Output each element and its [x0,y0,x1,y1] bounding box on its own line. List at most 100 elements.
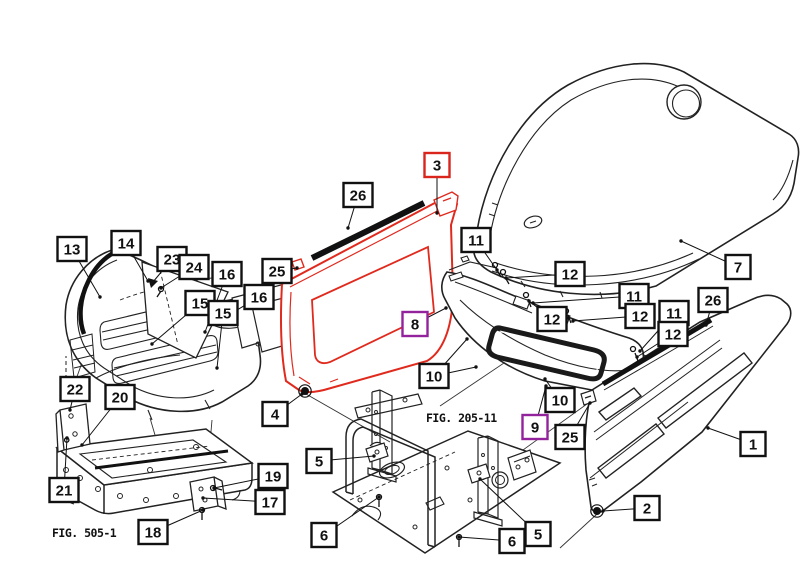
callout-number: 16 [251,290,268,307]
emblem-hole [523,215,543,229]
callout-number: 5 [534,527,542,544]
hole [193,444,199,450]
callout-box [633,494,661,522]
leader-endpoint-dot [201,496,205,500]
figure-ref-205-11: FIG. 205-11 [426,411,497,425]
grommet-icon [593,507,601,515]
callout-box [739,430,767,458]
leader-endpoint-dot [704,323,708,327]
part-center-frame [331,389,562,554]
callout-number: 23 [164,252,181,269]
callout-11: 11 [460,226,492,254]
hole [173,493,179,499]
callout-number: 12 [544,312,561,329]
hood-crease-lines [489,78,794,286]
leader-endpoint-dot [457,535,461,539]
callout-number: 8 [411,317,419,334]
hole [374,410,378,414]
right-panel-windows [597,352,753,479]
callout-number: 11 [468,233,484,250]
callout-5: 5 [305,447,333,475]
hole [476,470,482,476]
leader-endpoint-dot [215,366,219,370]
bumper-opening-inner [493,331,600,376]
hole [374,449,380,455]
callout-number: 22 [67,382,84,399]
callout-number: 11 [666,306,682,323]
callout-number: 9 [531,420,539,437]
callout-number: 14 [118,236,135,253]
grille-side-vent [69,333,96,379]
hole [255,341,261,347]
leader-endpoint-dot [474,365,478,369]
hole [147,467,153,473]
callout-box [48,476,80,504]
hole [444,465,450,471]
callout-box [460,226,492,254]
callout-number: 26 [350,188,367,205]
leader-endpoint-dot [638,349,642,353]
leader-endpoint-dot [377,495,381,499]
leader-endpoint-dot [159,286,163,290]
callout-box [544,386,576,414]
leader-endpoint-dot [346,226,350,230]
callout-4: 4 [261,400,289,428]
hole [63,467,69,473]
callout-box [498,527,526,555]
leader-endpoint-dot [571,319,575,323]
callout-box [521,413,549,441]
leader-endpoint-dot [151,280,155,284]
callout-box [207,299,239,327]
fuel-cap-hole [666,84,702,120]
callout-number: 21 [56,483,73,500]
hole [481,453,485,457]
callout-number: 3 [433,158,441,175]
callout-box [56,235,88,263]
part-front-frame [55,356,254,520]
right-panel-creases [588,339,723,487]
hole [68,413,74,419]
callout-number: 12 [665,327,682,344]
callout-box [254,488,286,516]
frame-opening [78,439,228,479]
windshield-trim-strip [310,200,426,261]
callout-number: 12 [632,309,649,326]
leader-endpoint-dot [635,355,639,359]
leader-endpoint-dot [68,408,72,412]
frame-hidden-line [91,445,211,461]
callout-12: 12 [554,260,586,288]
leader-endpoint-dot [212,486,216,490]
right-panel-trim-edge [603,325,714,391]
leader-endpoint-dot [203,330,207,334]
callout-3: 3 [423,151,451,179]
callout-box [401,310,429,338]
right-panel-clip [580,389,597,406]
callout-number: 18 [145,525,162,542]
callout-box [536,305,568,333]
left-panel-clip [291,258,305,271]
callout-box [624,302,656,330]
callout-number: 13 [64,242,81,259]
callout-box [554,260,586,288]
hole [524,457,530,463]
callout-17: 17 [254,488,286,516]
callout-21: 21 [48,476,80,504]
callout-7: 7 [724,253,752,281]
callout-number: 16 [219,267,236,284]
support-hoop-tube [345,418,436,548]
callout-number: 6 [320,528,328,545]
callout-box [657,320,689,348]
callout-22: 22 [59,375,91,403]
callout-number: 5 [315,454,323,471]
leader-endpoint-dot [495,268,499,272]
clip-bracket-right [467,463,491,484]
callout-box [342,181,374,209]
frame-top-face [55,428,254,486]
callout-16: 16 [243,283,275,311]
callout-box [554,423,586,451]
part-right-side-panel [580,294,792,518]
callout-box [305,447,333,475]
callout-box [211,260,243,288]
leader-endpoint-dot [372,454,376,458]
callout-box [261,257,293,285]
